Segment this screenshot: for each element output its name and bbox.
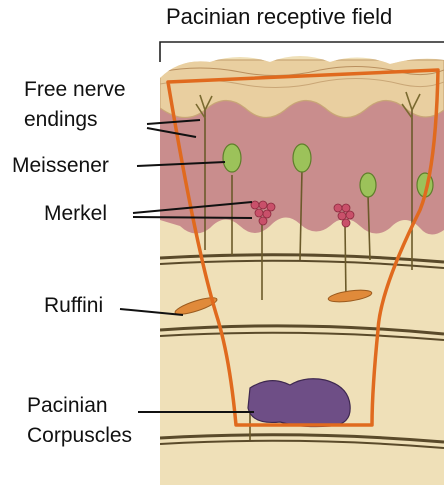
diagram-title: Pacinian receptive field bbox=[166, 4, 392, 30]
label-ruffini: Ruffini bbox=[44, 294, 103, 318]
label-free-nerve-line2: endings bbox=[24, 108, 98, 132]
label-meissener: Meissener bbox=[12, 154, 109, 178]
label-merkel: Merkel bbox=[44, 202, 107, 226]
pacinian-corpuscle bbox=[248, 379, 350, 427]
label-free-nerve-line1: Free nerve bbox=[24, 78, 126, 102]
label-pacinian-line2: Corpuscles bbox=[27, 424, 132, 448]
label-pacinian-line1: Pacinian bbox=[27, 394, 108, 418]
